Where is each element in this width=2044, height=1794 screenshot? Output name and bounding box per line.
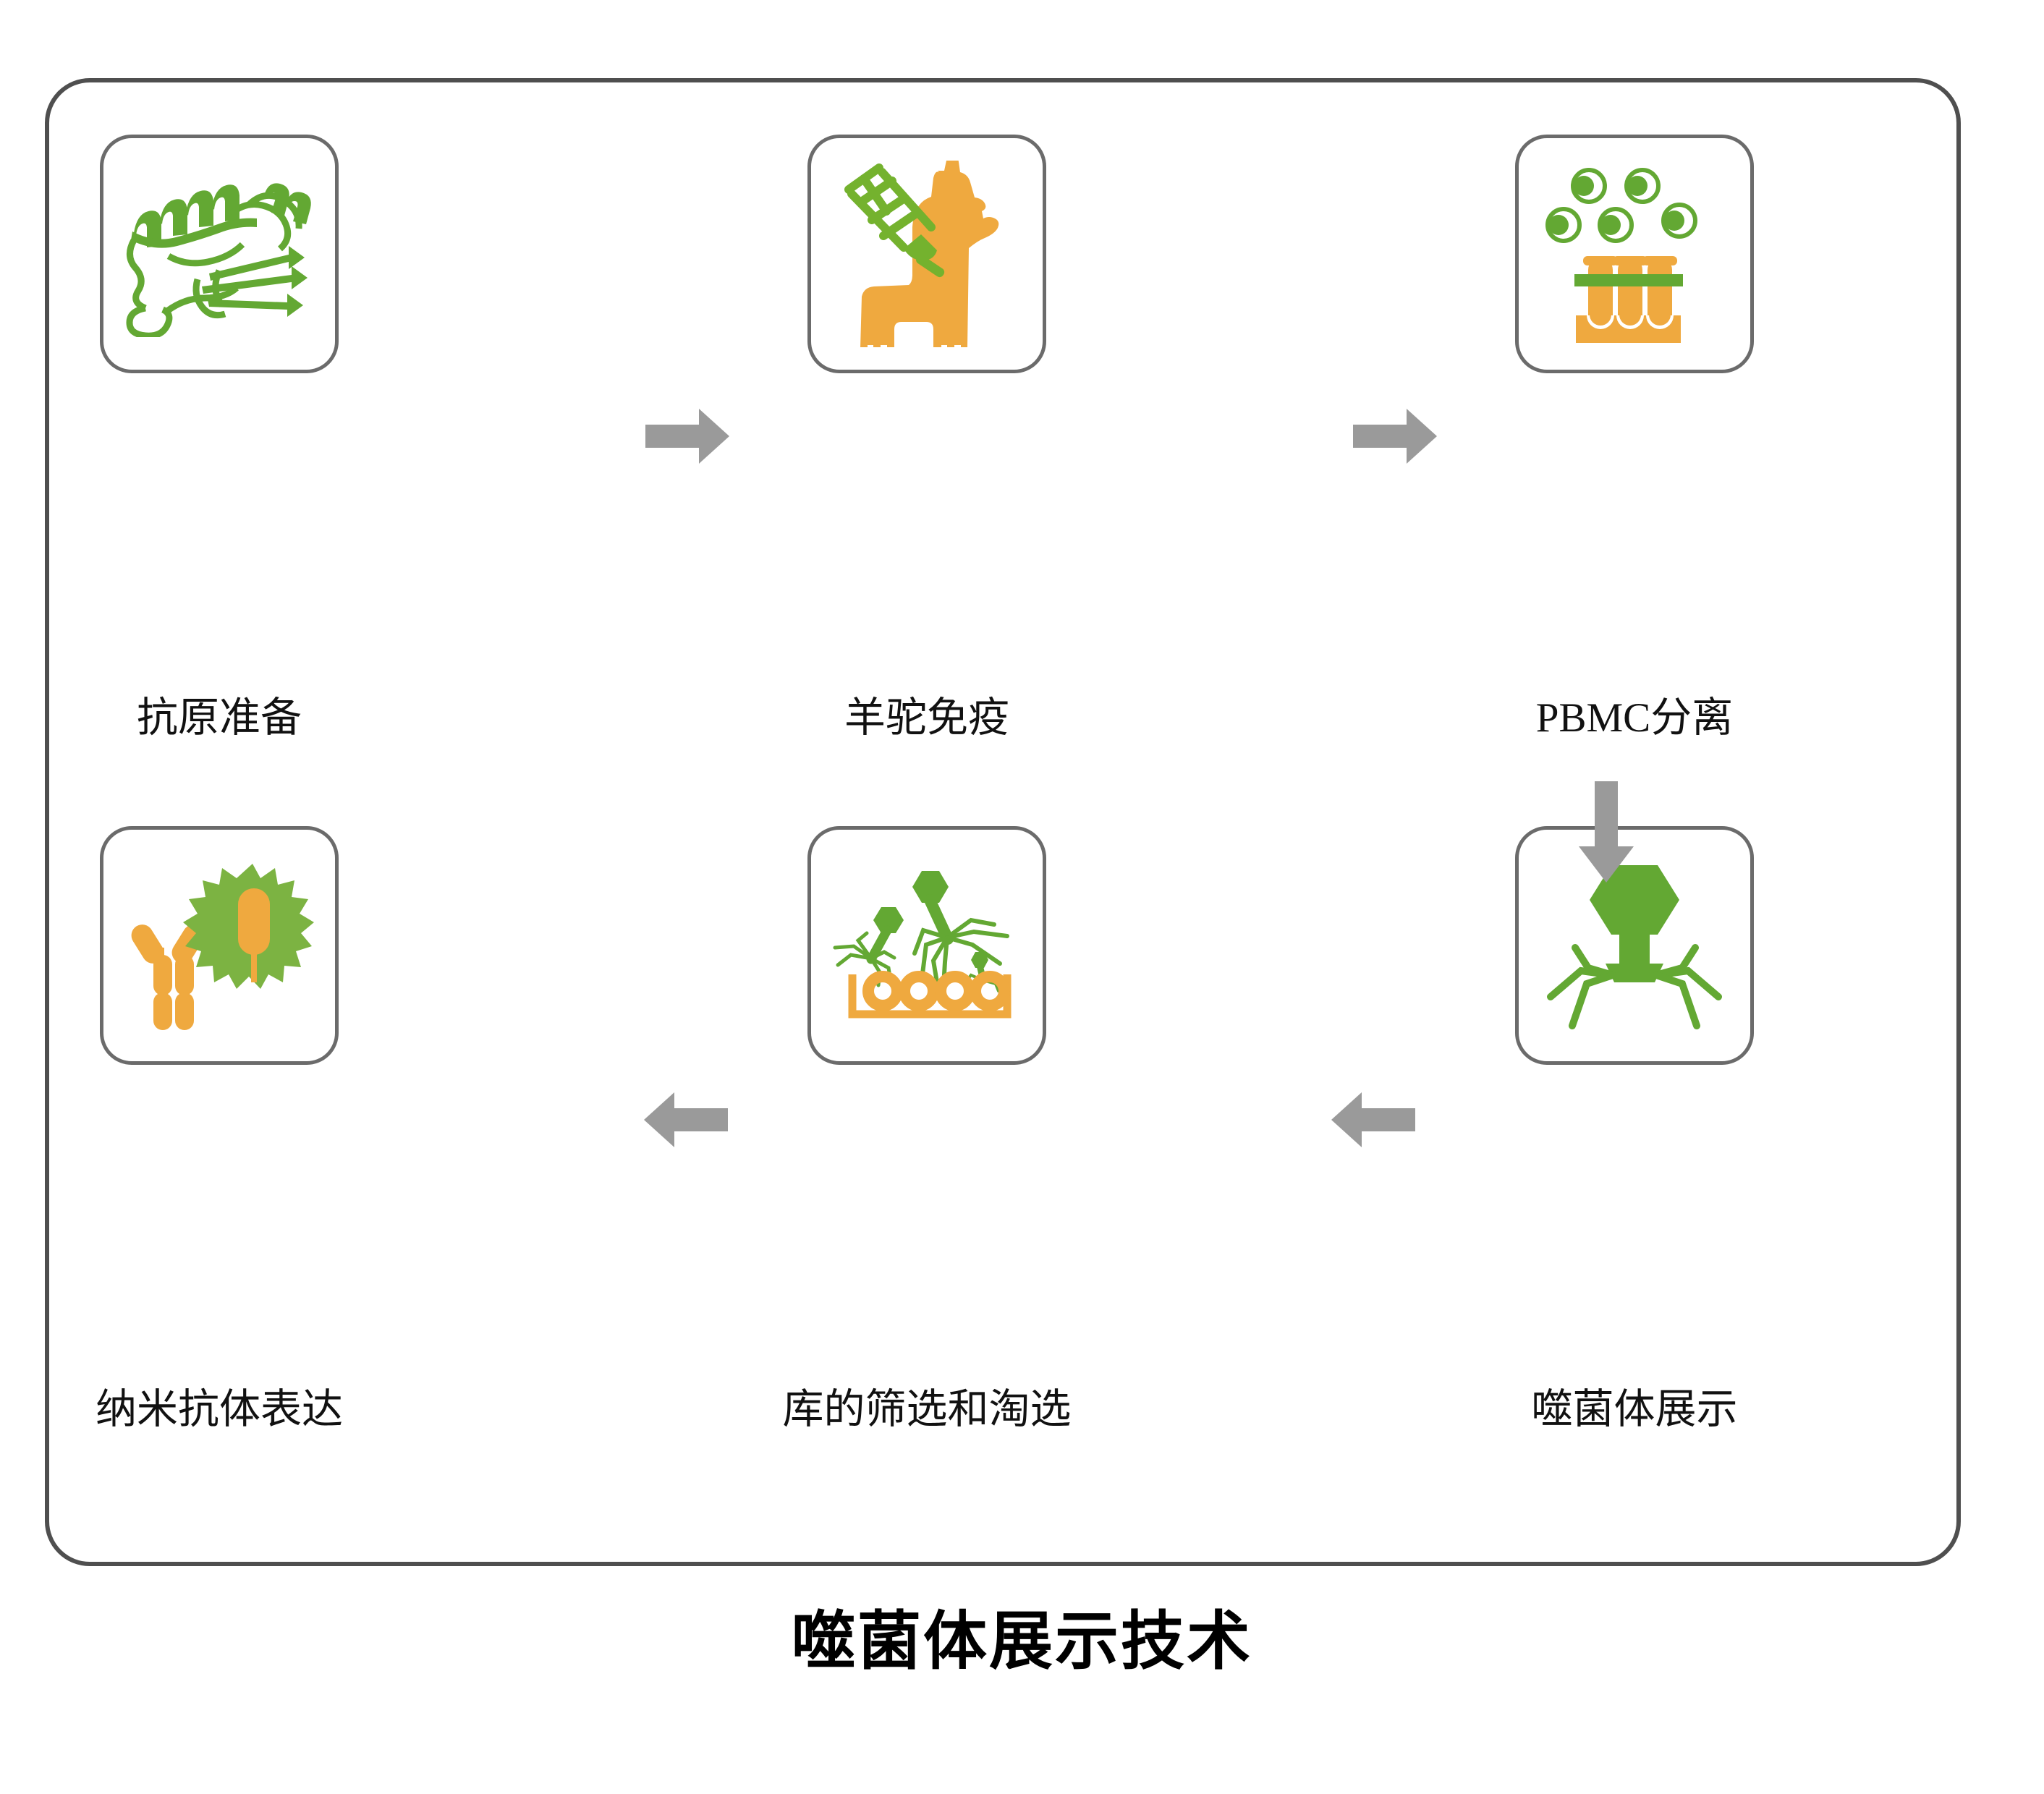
antibody-and-cell-icon: [122, 856, 316, 1034]
arrow-down-pbmc-to-phage: [1579, 781, 1634, 883]
diagram-title: 噬菌体展示技术: [791, 1605, 1252, 1677]
step-label-phage-display: 噬菌体展示: [1531, 1387, 1738, 1432]
step-card-pbmc-isolation[interactable]: [1515, 135, 1754, 373]
cells-test-tube-rack-icon: [1544, 164, 1725, 344]
arrow-left-library-to-nanobody: [644, 1092, 728, 1147]
step-card-llama-immunization[interactable]: [807, 135, 1046, 373]
llama-syringe-icon: [834, 161, 1019, 347]
step-card-phage-display[interactable]: [1515, 826, 1754, 1065]
step-label-antigen-preparation: 抗原准备: [137, 695, 302, 741]
step-card-antigen-preparation[interactable]: [100, 135, 339, 373]
step-card-library-screening[interactable]: [807, 826, 1046, 1065]
step-label-library-screening: 库的筛选和淘选: [782, 1387, 1072, 1432]
step-label-pbmc-isolation: PBMC分离: [1535, 695, 1734, 741]
arrow-right-antigen-to-llama: [645, 409, 729, 464]
step-label-llama-immunization: 羊驼免疫: [844, 695, 1009, 741]
protein-ribbon-icon: [122, 171, 316, 337]
step-label-nanobody-expression: 纳米抗体表达: [96, 1387, 343, 1432]
bacteriophage-icon: [1546, 855, 1723, 1036]
step-card-nanobody-expression[interactable]: [100, 826, 339, 1065]
arrow-right-llama-to-pbmc: [1353, 409, 1437, 464]
phages-binding-well-plate-icon: [829, 855, 1025, 1036]
arrow-left-phage-to-library: [1331, 1092, 1415, 1147]
